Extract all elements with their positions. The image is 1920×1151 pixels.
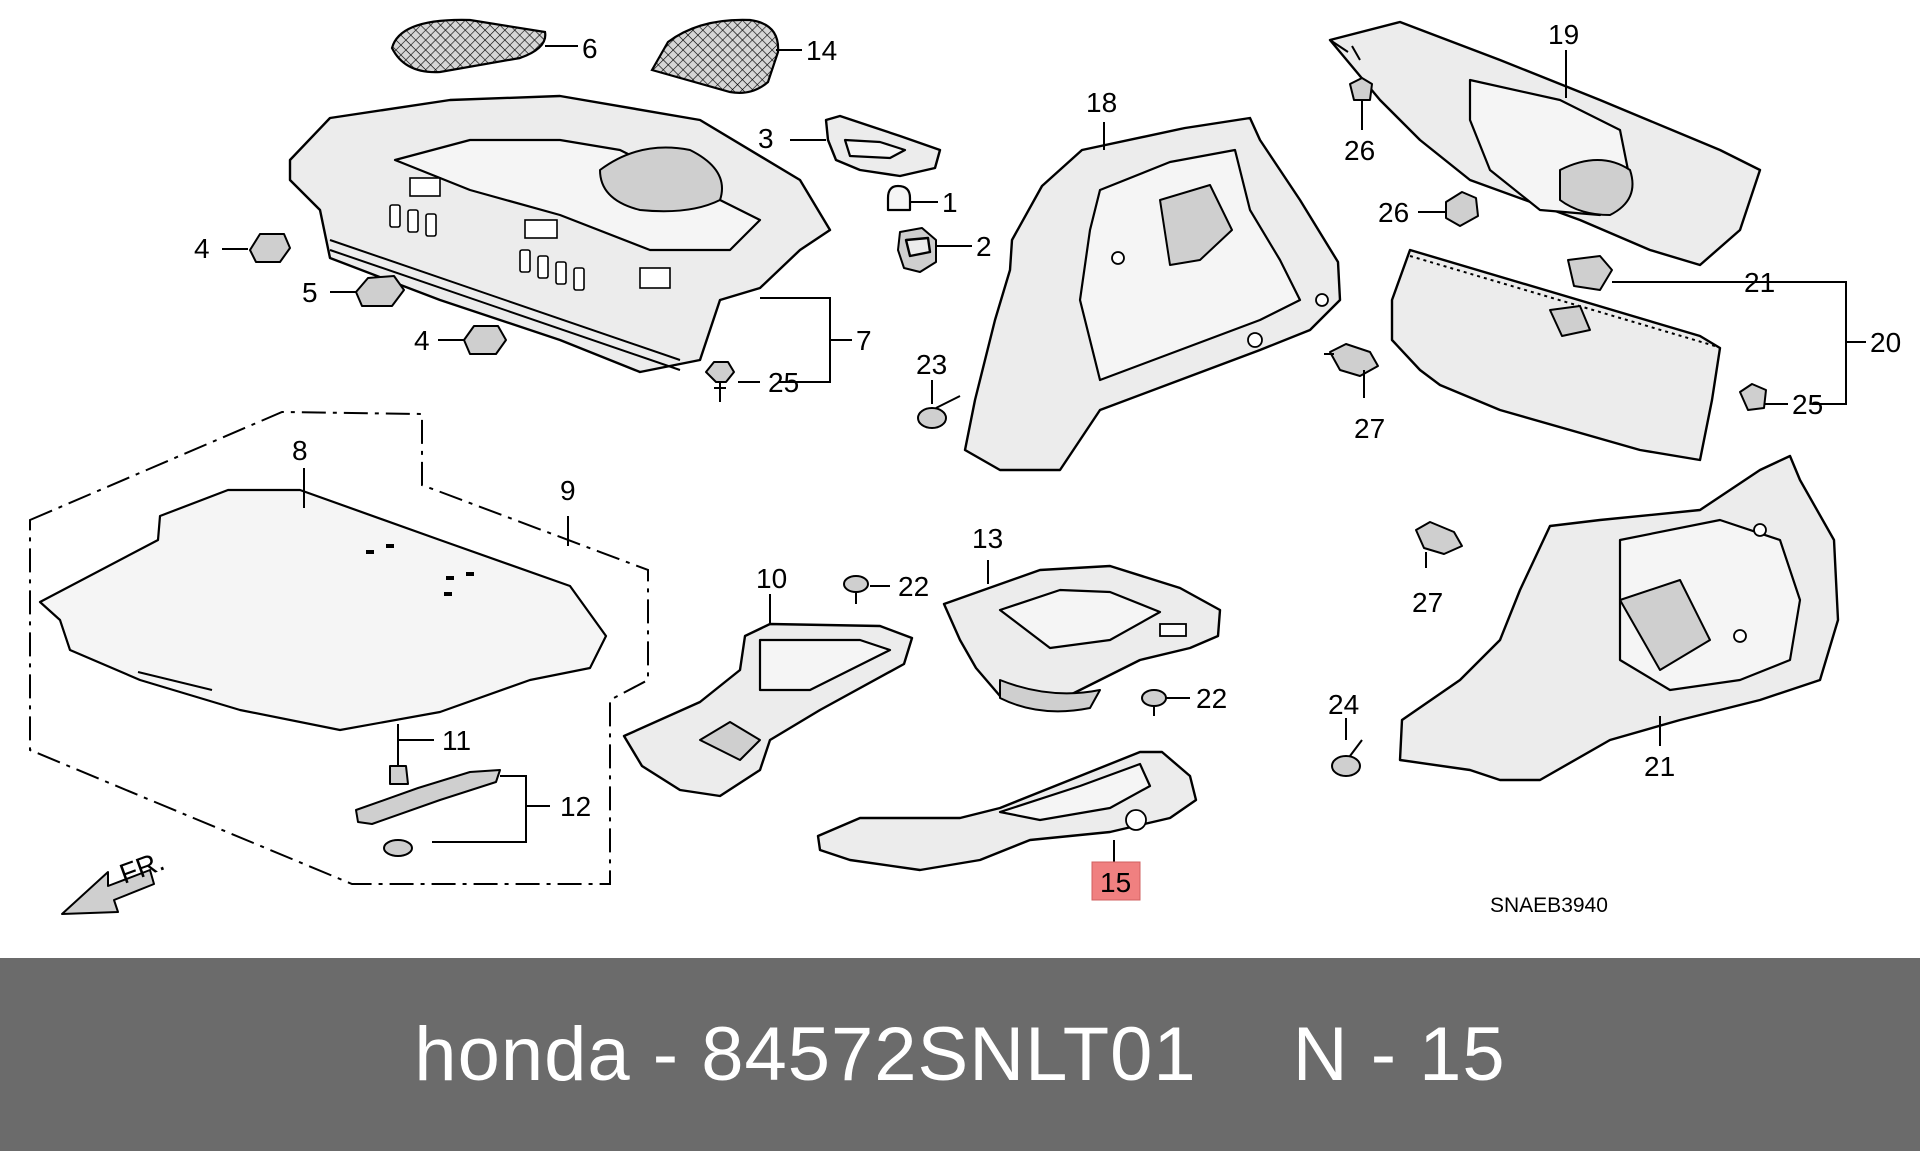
callout-23: 26 — [1344, 135, 1375, 166]
callout-25-right: 25 — [1792, 389, 1823, 420]
part-21-clip-lower — [1141, 689, 1167, 716]
callout-18: 20 — [1870, 327, 1901, 358]
part-2-socket — [897, 227, 937, 273]
reference-prefix: N — [1292, 1012, 1349, 1097]
part-7-rear-shelf — [288, 94, 832, 374]
callout-22-lower: 24 — [1328, 689, 1359, 720]
part-26-fastener-upper — [1324, 343, 1379, 377]
part-22-screw-lower — [1331, 739, 1363, 777]
part-21-clip-upper — [843, 575, 869, 604]
leader-lines — [222, 45, 1866, 862]
callout-21-upper: 22 — [898, 571, 929, 602]
part-3-cover — [824, 114, 942, 178]
callout-16: 18 — [1086, 87, 1117, 118]
part-14-grille — [650, 18, 780, 94]
part-25-clip-left — [705, 361, 735, 402]
front-indicator-label: FR. — [115, 845, 168, 890]
part-4-clip-upper — [249, 233, 291, 263]
reference-number: 15 — [1419, 1012, 1506, 1097]
part-13-spare-tire-lid — [942, 564, 1222, 713]
callout-1: 1 — [942, 187, 958, 218]
callout-19: 21 — [1744, 267, 1775, 298]
part-4-clip-lower — [463, 325, 507, 355]
callout-15-highlight: 15 — [1091, 861, 1141, 901]
callout-17: 19 — [1548, 19, 1579, 50]
part-16-side-lining — [963, 116, 1342, 472]
drawing-code: SNAEB3940 — [1490, 894, 1608, 917]
callout-11: 11 — [442, 725, 471, 756]
callout-3: 3 — [758, 123, 774, 154]
callout-21-lower: 22 — [1196, 683, 1227, 714]
callout-5: 5 — [302, 277, 318, 308]
caption-separator: - — [652, 1012, 680, 1097]
brand-name: honda — [414, 1012, 631, 1097]
part-number: 84572SNLT01 — [701, 1012, 1197, 1097]
part-17-panel-lining — [1328, 20, 1762, 267]
callout-14: 14 — [806, 35, 837, 66]
callout-9: 9 — [560, 475, 576, 506]
callout-10: 10 — [756, 563, 787, 594]
part-25-clip-right — [1739, 383, 1767, 411]
reference-separator: - — [1370, 1012, 1398, 1097]
callout-22-upper: 23 — [916, 349, 947, 380]
front-direction-arrow: FR. — [61, 845, 168, 915]
part-10-floor-box — [622, 622, 914, 798]
part-5-clip — [355, 275, 405, 307]
part-24-clip — [1440, 191, 1479, 227]
part-8-floor-mat — [38, 488, 608, 732]
callout-8: 8 — [292, 435, 308, 466]
part-12-strap — [355, 769, 501, 825]
callout-6: 6 — [582, 33, 598, 64]
part-6-grille — [390, 18, 547, 74]
part-22-screw-upper — [917, 395, 961, 429]
callout-24: 26 — [1378, 197, 1409, 228]
callout-2: 2 — [976, 231, 992, 262]
part-26-fastener-lower — [1415, 521, 1463, 568]
part-15-floor-trim — [816, 750, 1198, 872]
callout-26-lower: 27 — [1412, 587, 1443, 618]
part-11-bolt — [389, 724, 409, 785]
callout-20: 21 — [1644, 751, 1675, 782]
callout-4-lower: 4 — [414, 325, 430, 356]
part-27-washer — [383, 839, 413, 857]
callout-4-upper: 4 — [194, 233, 210, 264]
callout-7: 7 — [856, 325, 872, 356]
callout-25-left: 25 — [768, 367, 799, 398]
part-caption-bar: honda - 84572SNLT01 N - 15 — [0, 958, 1920, 1151]
callout-12: 12 — [560, 791, 591, 822]
callout-labels: 6 14 3 1 2 4 5 4 7 25 18 19 26 26 21 20 … — [194, 19, 1901, 822]
part-20-side-lining — [1398, 454, 1840, 782]
part-19-clip — [1567, 255, 1613, 291]
part-18-sill-garnish — [1390, 248, 1722, 462]
callout-15: 15 — [1100, 867, 1131, 898]
callout-13: 13 — [972, 523, 1003, 554]
callout-26-upper: 27 — [1354, 413, 1385, 444]
part-9-outline — [29, 410, 649, 885]
part-1-bulb — [886, 184, 912, 212]
parts-diagram: FR. 6 1 — [29, 18, 1901, 917]
